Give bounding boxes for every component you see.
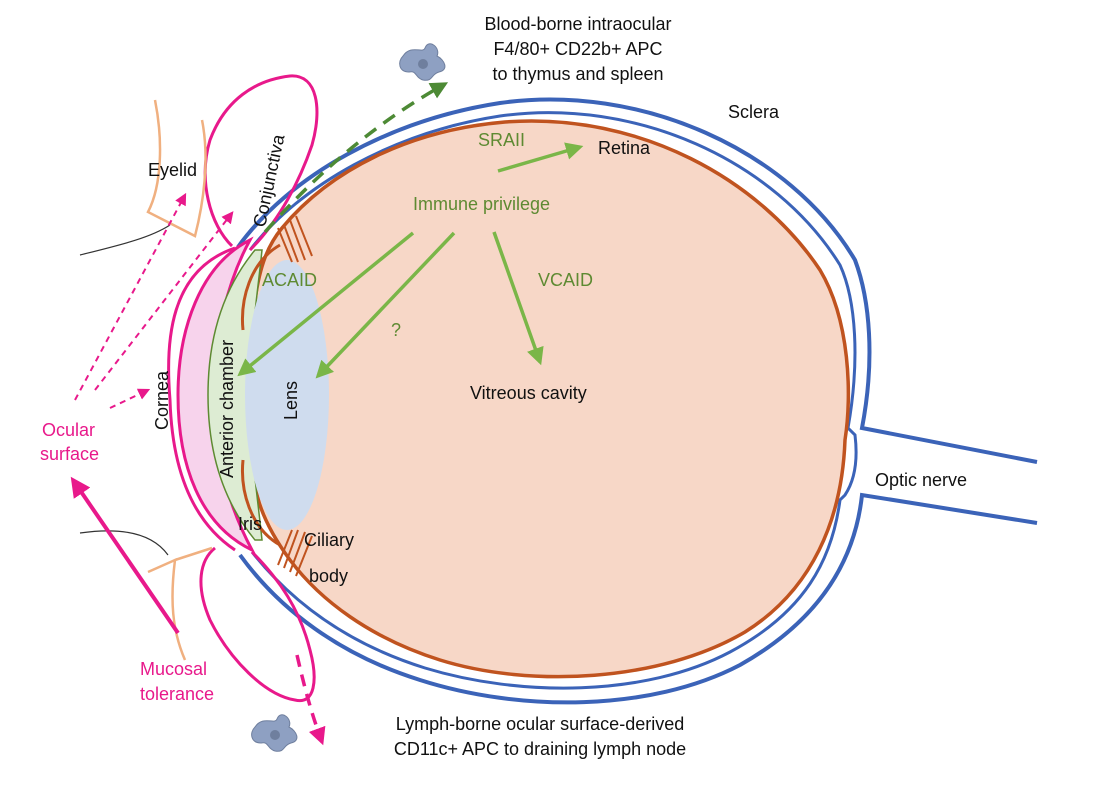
ciliary-body-top [277,215,313,263]
label-ocular-surface-1: Ocular [42,420,95,440]
label-cornea: Cornea [152,370,172,430]
label-retina: Retina [598,138,651,158]
label-vcaid: VCAID [538,270,593,290]
label-ocular-surface-2: surface [40,444,99,464]
vitreous-cavity-shape [253,119,851,679]
ocular-surface-arc [167,246,236,552]
arrow-to-eyelid [74,192,187,401]
label-iris: Iris [238,514,262,534]
label-optic-nerve: Optic nerve [875,470,967,490]
label-question: ? [391,320,401,340]
label-anterior-chamber: Anterior chamber [217,340,237,478]
blood-route-line-2: F4/80+ CD22b+ APC [493,39,662,59]
arrow-to-conjunctiva [94,211,234,391]
lymph-route-line-2: CD11c+ APC to draining lymph node [394,739,686,759]
arrow-vcaid [492,231,544,366]
apc-cell-icon-lymph [251,714,298,752]
label-immune-privilege: Immune privilege [413,194,550,214]
label-vitreous-cavity: Vitreous cavity [470,383,587,403]
skin-line-lower [79,530,169,556]
label-eyelid: Eyelid [148,160,197,180]
sclera-inner [248,111,858,690]
blood-route-line-1: Blood-borne intraocular [484,14,671,34]
conjunctiva-lower [199,546,316,703]
label-sclera: Sclera [728,102,780,122]
label-mucosal-tolerance-2: tolerance [140,684,214,704]
ciliary-body-bottom [277,529,313,577]
label-mucosal-tolerance-1: Mucosal [140,659,207,679]
sclera-outer [236,97,1038,705]
label-lens: Lens [281,381,301,420]
apc-cell-icon-blood [399,43,446,81]
arrow-blood-borne [263,82,449,234]
label-sraii: SRAII [478,130,525,150]
arrow-lymph-borne [295,654,326,746]
arrow-acaid [237,231,415,377]
lymph-route-line-1: Lymph-borne ocular surface-derived [396,714,684,734]
arrow-to-cornea [109,388,151,409]
skin-line-upper [79,224,171,256]
label-ciliary-body-1: Ciliary [304,530,354,550]
lens-shape [245,260,329,530]
eyelid-upper [146,99,207,238]
arrow-mucosal-tolerance [70,476,180,635]
arrow-sraii [497,142,584,173]
blood-route-line-3: to thymus and spleen [492,64,663,84]
iris-shape [241,243,281,547]
label-ciliary-body-2: body [309,566,348,586]
eyelid-lower [147,546,213,661]
arrow-lens [315,231,456,379]
label-acaid: ACAID [262,270,317,290]
